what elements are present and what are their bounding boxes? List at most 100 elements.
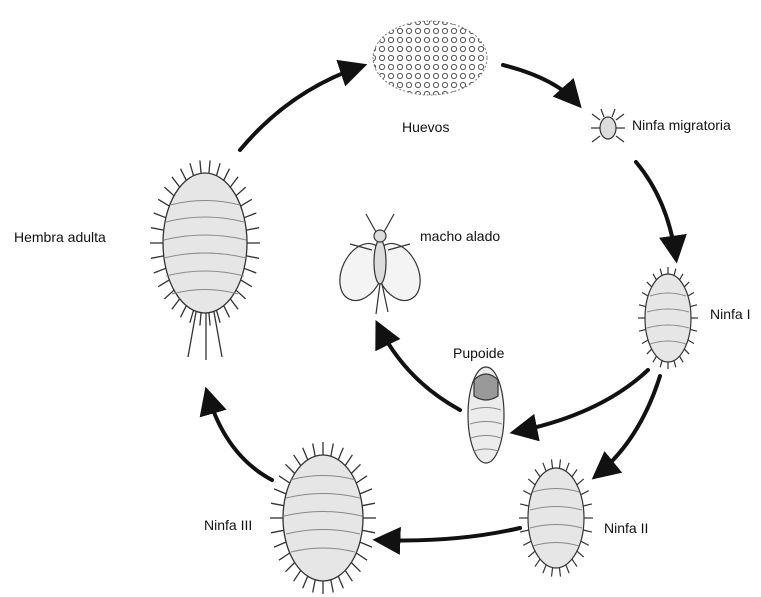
- bristle: [345, 570, 352, 581]
- ninfa-1-illustration: [638, 267, 698, 369]
- bristle: [200, 313, 201, 326]
- label-ninfa-migratoria: Ninfa migratoria: [632, 118, 731, 132]
- bristle: [559, 568, 560, 577]
- bristle: [209, 160, 210, 173]
- arrow-ninfa1-to-ninfa2: [596, 376, 660, 476]
- bristle: [581, 491, 589, 495]
- bristle: [642, 293, 648, 297]
- bristle: [528, 479, 535, 485]
- bristle: [684, 349, 689, 354]
- bristle: [523, 541, 531, 545]
- bristle: [246, 256, 259, 258]
- bristle: [552, 568, 553, 577]
- bristle: [535, 469, 540, 477]
- bristle: [331, 580, 334, 593]
- bristle: [653, 274, 657, 280]
- arrow-pupoide-to-macho: [378, 325, 460, 410]
- macho-alado-illustration: [331, 214, 429, 314]
- bristle: [164, 290, 174, 299]
- bristle: [552, 459, 553, 468]
- bristle: [688, 340, 694, 344]
- bristle: [360, 489, 372, 494]
- bristle: [158, 199, 169, 206]
- bristle: [190, 163, 194, 176]
- bristle: [236, 187, 246, 196]
- bristle: [274, 542, 286, 547]
- bristle: [154, 268, 166, 273]
- bristle: [313, 444, 316, 457]
- label-ninfa-2: Ninfa II: [604, 521, 648, 535]
- bristle: [236, 290, 246, 299]
- bristle: [688, 293, 694, 297]
- bristle: [680, 356, 684, 362]
- bristle: [286, 563, 295, 572]
- arrow-ninfa3-to-hembra: [207, 392, 272, 480]
- bristle: [230, 177, 238, 187]
- eggs-illustration: [373, 21, 487, 95]
- bristle: [566, 565, 569, 573]
- bristle: [356, 476, 367, 483]
- arrow-ninfa2-to-ninfa3: [378, 528, 520, 541]
- bristle: [217, 163, 221, 176]
- bristle: [279, 553, 290, 560]
- bristle: [684, 282, 689, 287]
- bristle: [151, 228, 164, 230]
- bristle: [543, 463, 546, 471]
- bristle: [217, 310, 221, 323]
- bristle: [181, 169, 187, 181]
- bristle: [241, 280, 252, 287]
- bristle: [274, 489, 286, 494]
- bristle: [303, 448, 308, 460]
- label-macho-alado: macho alado: [420, 229, 500, 243]
- bristle: [362, 503, 375, 506]
- bristle: [151, 256, 164, 258]
- bristle: [647, 282, 652, 287]
- bristle: [294, 570, 301, 581]
- bristle: [572, 559, 577, 567]
- bristle: [572, 469, 577, 477]
- bristle: [362, 530, 375, 533]
- bristle: [660, 361, 662, 368]
- bristle: [230, 299, 238, 309]
- bristle: [520, 504, 529, 506]
- bristle: [190, 310, 194, 323]
- bristle: [271, 503, 284, 506]
- arrow-ninfa1-to-pupoide: [515, 370, 648, 432]
- bristle: [566, 463, 569, 471]
- bristle: [523, 491, 531, 495]
- bristle: [647, 349, 652, 354]
- bristle: [154, 213, 166, 218]
- label-ninfa-1: Ninfa I: [710, 307, 750, 321]
- bristle: [224, 306, 230, 318]
- bristle: [559, 459, 560, 468]
- bristle: [674, 269, 676, 276]
- bristle: [680, 274, 684, 280]
- bristle: [172, 177, 180, 187]
- bristle: [181, 306, 187, 318]
- hembra-adulta-illustration: [150, 160, 260, 360]
- label-hembra-adulta: Hembra adulta: [14, 230, 106, 244]
- label-pupoide: Pupoide: [453, 346, 504, 360]
- bristle: [674, 361, 676, 368]
- bristle: [520, 530, 529, 532]
- bristle: [172, 299, 180, 309]
- bristle: [345, 455, 352, 466]
- bristle: [279, 476, 290, 483]
- bristle: [338, 448, 343, 460]
- bristle: [209, 313, 210, 326]
- bristle: [653, 356, 657, 362]
- bristle: [543, 565, 546, 573]
- bristle: [331, 444, 334, 457]
- bristle: [351, 563, 360, 572]
- bristle: [583, 504, 592, 506]
- bristle: [286, 464, 295, 473]
- arrow-huevos-to-migratoria: [503, 65, 578, 104]
- bristle: [241, 199, 252, 206]
- ninfa-migratoria-illustration: [591, 109, 625, 142]
- bristle: [303, 576, 308, 588]
- bristle: [583, 530, 592, 532]
- arrow-hembra-to-huevos: [240, 66, 362, 150]
- label-huevos: Huevos: [402, 120, 449, 134]
- ninfa-2-illustration: [519, 459, 593, 576]
